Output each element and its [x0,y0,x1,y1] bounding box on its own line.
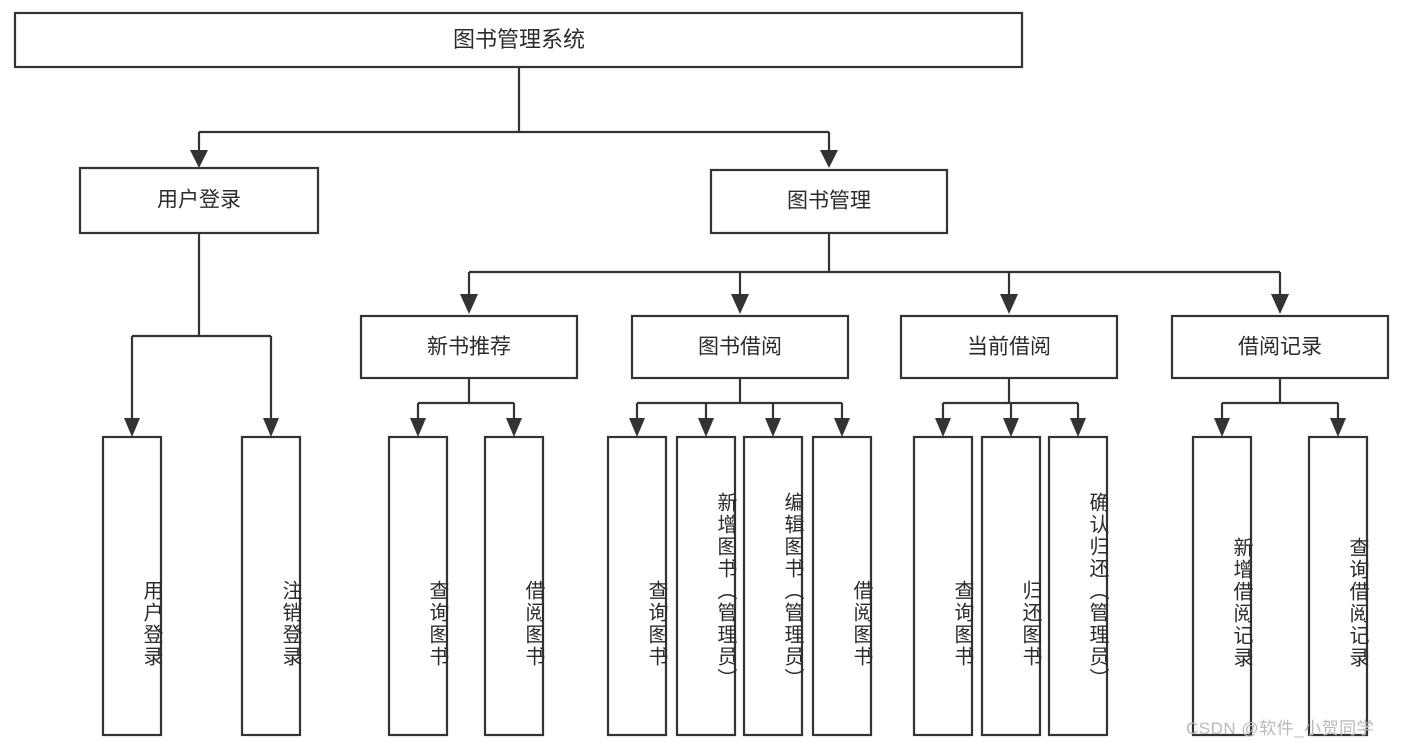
arrow-leaf-logout-login [263,418,279,437]
connectors-new-book-to-leaves [410,378,522,437]
leaf-boxes [101,435,1369,737]
arrow-leaf-edit-book [765,418,781,437]
node-book-borrow[interactable]: 图书借阅 [630,314,850,380]
node-new-book-recommend[interactable]: 新书推荐 [359,314,579,380]
csdn-watermark: CSDN @软件_小贺同学 [1186,719,1375,738]
arrow-leaf-confirm-return [1070,418,1086,437]
arrow-new-book-recommend [460,294,478,314]
connectors-borrow-record-to-leaves [1214,378,1346,437]
node-book-borrow-box[interactable] [630,314,850,380]
connectors-root-to-level2 [190,67,838,168]
arrow-leaf-return-book [1003,418,1019,437]
node-current-borrow[interactable]: 当前借阅 [899,314,1119,380]
arrow-leaf-add-book [698,418,714,437]
node-root-box[interactable] [13,11,1024,69]
arrow-leaf-add-record [1214,418,1230,437]
leaf-edit-book-box[interactable] [742,435,804,737]
leaf-user-login-box[interactable] [101,435,163,737]
arrow-leaf-query-book-1 [410,418,426,437]
leaf-query-record-box[interactable] [1307,435,1369,737]
node-borrow-record-label: 借阅记录 [1238,336,1322,359]
leaf-confirm-return-box[interactable] [1047,435,1109,737]
arrow-user-login [190,150,208,168]
arrow-book-manage [820,150,838,168]
leaf-add-record-box[interactable] [1191,435,1253,737]
leaf-borrow-book-1-box[interactable] [483,435,545,737]
arrow-leaf-query-record [1330,418,1346,437]
node-book-manage-box[interactable] [709,168,949,235]
node-root[interactable]: 图书管理系统 [13,11,1024,69]
arrow-current-borrow [1000,294,1018,314]
node-user-login[interactable]: 用户登录 [78,166,320,235]
node-borrow-record[interactable]: 借阅记录 [1170,314,1390,380]
leaf-return-book-box[interactable] [980,435,1042,737]
node-borrow-record-box[interactable] [1170,314,1390,380]
leaf-borrow-book-2-box[interactable] [811,435,873,737]
node-current-borrow-box[interactable] [899,314,1119,380]
connectors-book-manage-to-level3 [460,233,1289,314]
node-user-login-label: 用户登录 [157,189,241,212]
node-book-manage[interactable]: 图书管理 [709,168,949,235]
leaf-add-book-box[interactable] [675,435,737,737]
node-book-borrow-label: 图书借阅 [698,336,782,359]
arrow-borrow-record [1271,294,1289,314]
leaf-query-book-2-box[interactable] [606,435,668,737]
node-root-label: 图书管理系统 [453,27,585,52]
node-user-login-box[interactable] [78,166,320,235]
node-new-book-recommend-label: 新书推荐 [427,336,511,359]
leaf-query-book-1-box[interactable] [387,435,449,737]
connectors-book-borrow-to-leaves [629,378,850,437]
arrow-leaf-query-book-3 [935,418,951,437]
connectors-current-borrow-to-leaves [935,378,1086,437]
node-new-book-recommend-box[interactable] [359,314,579,380]
leaf-logout-login-box[interactable] [240,435,302,737]
arrow-book-borrow [731,294,749,314]
leaf-query-book-3-box[interactable] [912,435,974,737]
connectors-user-login-to-leaves [124,233,279,437]
arrow-leaf-query-book-2 [629,418,645,437]
node-current-borrow-label: 当前借阅 [967,336,1051,359]
arrow-leaf-user-login [124,418,140,437]
arrow-leaf-borrow-book-2 [834,418,850,437]
node-book-manage-label: 图书管理 [787,190,871,213]
arrow-leaf-borrow-book-1 [506,418,522,437]
